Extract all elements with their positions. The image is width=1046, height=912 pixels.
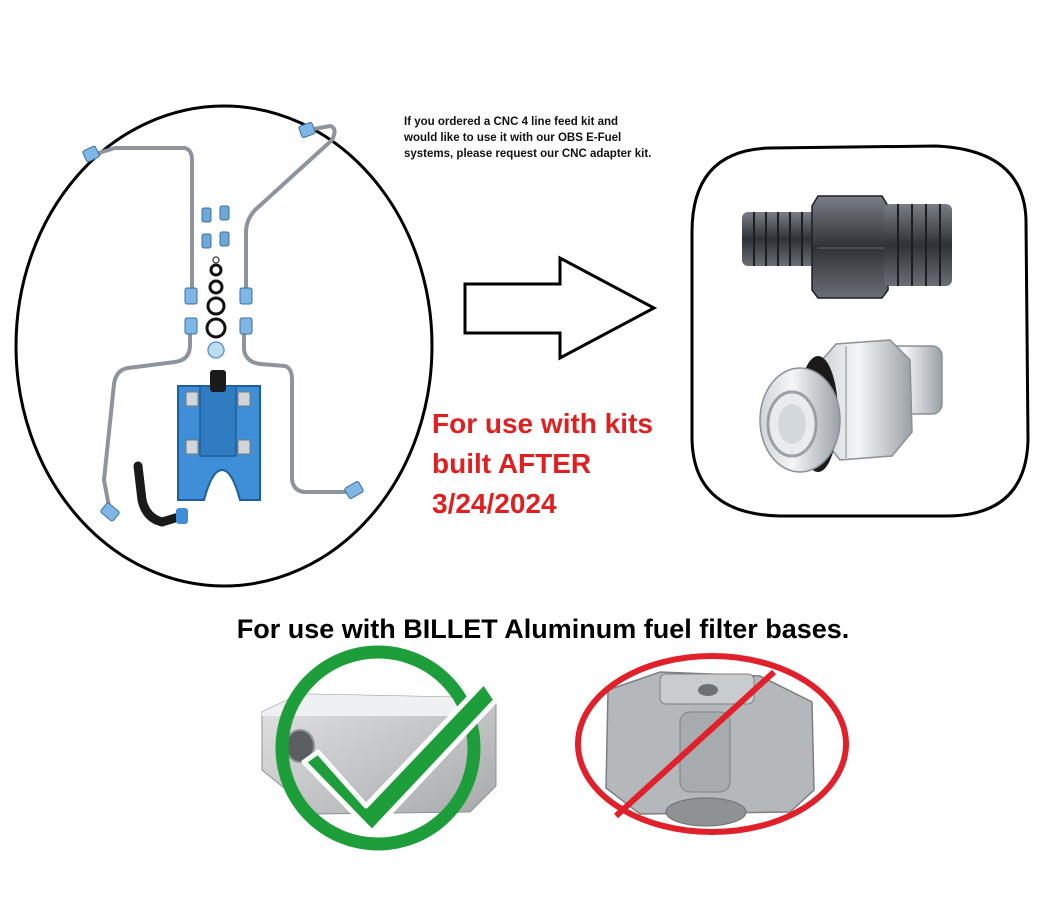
check-mark-icon — [275, 645, 499, 851]
distribution-block — [177, 370, 261, 501]
cast-base-image — [605, 671, 815, 827]
feed-line-4 — [242, 328, 354, 494]
feed-kit-image — [82, 122, 364, 527]
an-adapter-fitting — [742, 195, 952, 299]
billet-base-image — [261, 693, 497, 815]
feed-line-2 — [244, 123, 337, 292]
prohibited-icon — [575, 653, 849, 835]
orb-adapter-fitting — [759, 339, 943, 473]
feed-kit-oval — [14, 104, 434, 588]
feed-line-1 — [90, 146, 194, 292]
feed-line-3 — [101, 328, 192, 514]
cnc-adapter-notice: If you ordered a CNC 4 line feed kit and… — [404, 116, 652, 160]
kits-after-date-notice: For use with kits built AFTER 3/24/2024 — [432, 408, 653, 519]
billet-bases-notice: For use with BILLET Aluminum fuel filter… — [236, 614, 850, 644]
right-arrow-icon — [463, 255, 658, 361]
